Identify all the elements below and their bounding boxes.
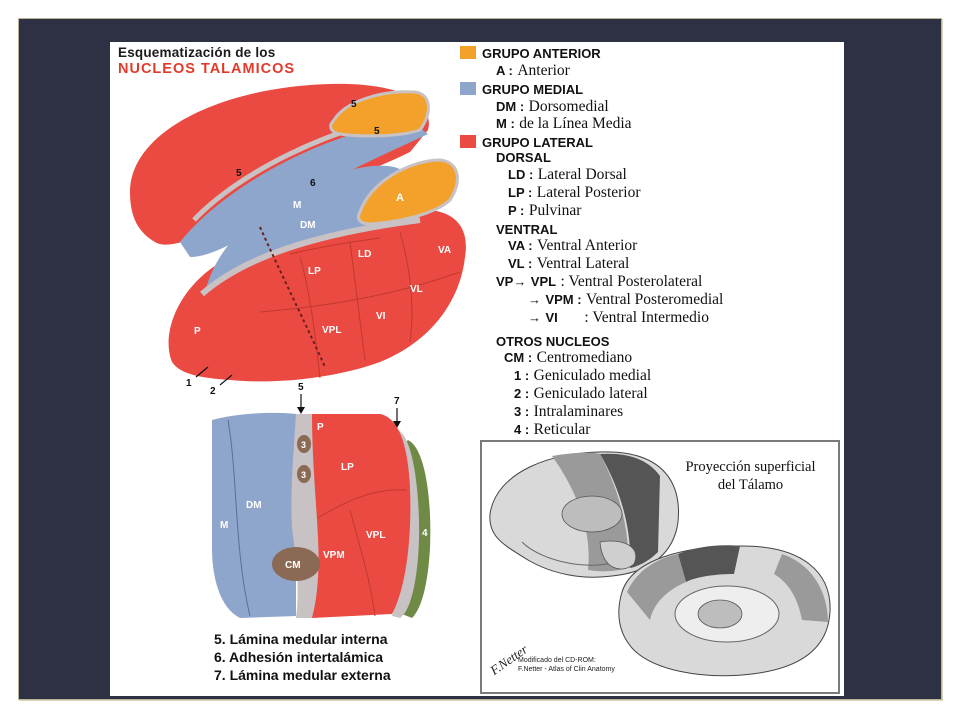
arrow-2 [219, 374, 233, 386]
intralaminar-1 [297, 435, 311, 453]
legend-item-vpm: → VPM : Ventral Posteromedial [528, 291, 724, 308]
legend-item-lp: LP : Lateral Posterior [508, 184, 641, 201]
label-A: A [396, 192, 404, 204]
intralaminar-2 [297, 465, 311, 483]
right-medial-surface [205, 165, 411, 292]
section-label-4: 4 [422, 528, 428, 539]
section-label-VPM: VPM [323, 550, 345, 561]
legend-item-2: 2 : Geniculado lateral [514, 385, 648, 402]
title-line-1: Esquematización de los [118, 45, 276, 60]
legend-item-4: 4 : Reticular [514, 421, 591, 438]
border-ld-lp [289, 237, 381, 255]
legend-item-p: P : Pulvinar [508, 202, 582, 219]
medial-band-dark [678, 545, 740, 582]
legend-group-medial: GRUPO MEDIAL [460, 82, 583, 98]
label-VL: VL [410, 284, 423, 295]
label-VPL: VPL [322, 325, 341, 336]
legend-group-lateral: GRUPO LATERAL [460, 135, 593, 151]
legend-item-cm: CM : Centromediano [504, 349, 633, 366]
midline-border [227, 419, 251, 617]
label-VI: VI [376, 311, 386, 322]
label-1: 1 [186, 378, 192, 389]
legend-item-vpl: VP→ VPL : Ventral Posterolateral [496, 273, 703, 290]
swatch-medial [460, 82, 476, 95]
arrow-5-head [297, 407, 305, 414]
label-5c: 5 [236, 168, 242, 179]
label-P: P [194, 326, 201, 337]
label-VA: VA [438, 245, 451, 256]
thalamus-section-diagram: 5 7 P 3 3 LP DM M CM VPM VPL 4 [212, 382, 431, 618]
legend-item-1: 1 : Geniculado medial [514, 367, 652, 384]
medial-band-right [774, 554, 828, 622]
legend-item-anterior: A : Anterior [496, 62, 570, 79]
inset-credit: Modificado del CD-ROM:F.Netter - Atlas o… [518, 657, 615, 673]
section-label-DM: DM [246, 500, 262, 511]
legend-item-vl: VL : Ventral Lateral [508, 255, 630, 272]
label-6: 6 [310, 178, 316, 189]
section-label-M: M [220, 520, 228, 531]
label-LP: LP [308, 266, 321, 277]
label-5b: 5 [374, 126, 380, 137]
legend-subgroup-otros: OTROS NUCLEOS [496, 334, 610, 349]
lp-border [317, 489, 407, 519]
note-5: 5. Lámina medular interna [214, 631, 388, 647]
legend-item-dm: DM : Dorsomedial [496, 98, 609, 115]
arrow-1 [195, 366, 209, 378]
label-2: 2 [210, 386, 216, 397]
vpm-vpl-border [349, 509, 376, 617]
section-label-3b: 3 [301, 470, 306, 480]
section-label-7: 7 [394, 396, 400, 407]
section-label-CM: CM [285, 560, 301, 571]
medial-region [212, 412, 296, 618]
label-5a: 5 [351, 99, 357, 110]
medial-band-mid [627, 554, 686, 620]
label-DM: DM [300, 220, 316, 231]
section-label-LP: LP [341, 462, 354, 473]
lateral-region [312, 414, 411, 618]
swatch-lateral [460, 135, 476, 148]
lateral-band-dark [600, 453, 660, 568]
section-label-VPL: VPL [366, 530, 385, 541]
section-label-5: 5 [298, 382, 304, 393]
legend-group-anterior: GRUPO ANTERIOR [460, 46, 601, 62]
anterior-nucleus-back [329, 90, 430, 138]
lamina-notes: 5. Lámina medular interna 6. Adhesión in… [214, 630, 391, 684]
thalamus-3d-diagram: 5 5 5 6 A M DM LD VA LP VL P VI VPL 1 2 [130, 83, 466, 397]
centromediano [272, 547, 320, 581]
legend-item-va: VA : Ventral Anterior [508, 237, 638, 254]
thalamus-medial [697, 599, 743, 629]
note-6: 6. Adhesión intertalámica [214, 649, 384, 665]
border-vert-3 [299, 256, 321, 379]
legend-subgroup-dorsal: DORSAL [496, 150, 551, 165]
legend-item-3: 3 : Intralaminares [514, 403, 624, 420]
section-label-P: P [317, 422, 324, 433]
legend-subgroup-ventral: VENTRAL [496, 222, 558, 237]
legend-item-ld: LD : Lateral Dorsal [508, 166, 627, 183]
arrow-7-head [393, 421, 401, 428]
internal-lamina-right [200, 217, 421, 297]
title-line-2: NUCLEOS TALAMICOS [118, 61, 296, 77]
label-M: M [293, 200, 301, 211]
legend-item-vi: → VI : Ventral Intermedio [528, 309, 709, 326]
figure-page: Esquematización de los NUCLEOS TALAMICOS… [110, 42, 844, 696]
border-horizontal [259, 271, 461, 313]
brain-illustration [489, 451, 831, 677]
lateral-ellipse [561, 495, 623, 533]
border-vert-1 [349, 241, 366, 361]
anterior-nucleus-front [356, 158, 459, 226]
swatch-anterior [460, 46, 476, 59]
note-7: 7. Lámina medular externa [214, 667, 391, 683]
cerebellum-lateral [599, 540, 637, 570]
legend: GRUPO ANTERIOR A : Anterior GRUPO MEDIAL… [460, 46, 844, 446]
section-label-3a: 3 [301, 440, 306, 450]
legend-item-m: M : de la Línea Media [496, 115, 632, 132]
label-LD: LD [358, 249, 371, 260]
